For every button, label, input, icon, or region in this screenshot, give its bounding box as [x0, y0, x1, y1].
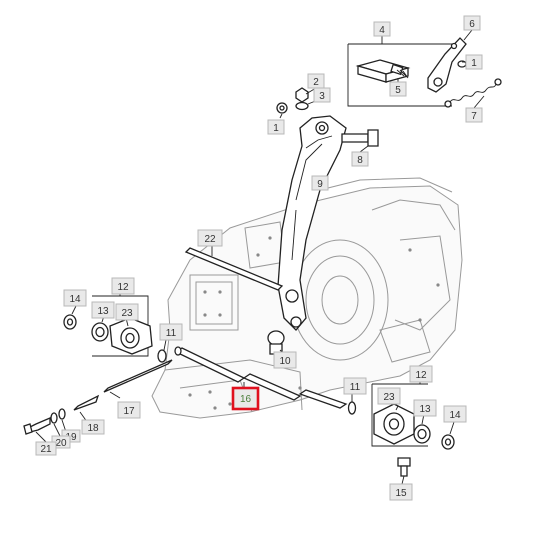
callout-18[interactable]: 18: [81, 419, 105, 435]
svg-text:16: 16: [240, 394, 252, 405]
arm-bolt-part: [341, 129, 379, 147]
left-washer-14: [63, 314, 77, 330]
svg-text:8: 8: [357, 155, 363, 166]
callout-4[interactable]: 4: [373, 21, 391, 37]
long-rod-part: [184, 247, 284, 291]
callout-2[interactable]: 2: [307, 73, 325, 89]
shaft-right: [298, 389, 357, 415]
svg-text:12: 12: [117, 282, 129, 293]
callout-9[interactable]: 9: [311, 175, 329, 191]
svg-text:23: 23: [121, 308, 133, 319]
bolt-21: [23, 417, 51, 435]
svg-text:14: 14: [449, 410, 461, 421]
left-bracket-23: [109, 317, 153, 355]
callout-12-left[interactable]: 12: [111, 277, 135, 295]
svg-text:11: 11: [350, 382, 361, 393]
svg-text:18: 18: [87, 423, 99, 434]
callout-23-left[interactable]: 23: [115, 303, 139, 321]
svg-text:20: 20: [55, 438, 67, 449]
right-bracket-23: [373, 403, 415, 445]
svg-text:7: 7: [471, 111, 477, 122]
svg-text:22: 22: [204, 234, 216, 245]
svg-text:13: 13: [97, 306, 109, 317]
callout-6[interactable]: 6: [463, 15, 481, 31]
callout-7[interactable]: 7: [465, 107, 483, 123]
pin-18: [73, 394, 100, 411]
callout-14-right[interactable]: 14: [443, 405, 467, 423]
svg-text:1: 1: [471, 58, 477, 69]
svg-text:19: 19: [65, 432, 77, 443]
callout-15[interactable]: 15: [389, 483, 413, 501]
svg-text:9: 9: [317, 179, 323, 190]
shaft-upper: [174, 346, 246, 383]
callout-3[interactable]: 3: [313, 87, 331, 103]
callout-21[interactable]: 21: [35, 441, 57, 456]
bolt-15: [397, 457, 411, 477]
svg-text:6: 6: [469, 19, 475, 30]
svg-text:14: 14: [69, 294, 81, 305]
inset-frame: [347, 43, 452, 107]
callout-5[interactable]: 5: [389, 81, 407, 97]
svg-text:15: 15: [395, 488, 407, 499]
svg-text:23: 23: [383, 392, 395, 403]
right-group-frame: [371, 383, 428, 447]
nut-washer-parts: [276, 87, 309, 114]
svg-text:1: 1: [273, 123, 279, 134]
spring-part: [444, 78, 502, 108]
callout-23-right[interactable]: 23: [377, 387, 401, 405]
callout-8[interactable]: 8: [351, 151, 369, 167]
shaft-lower-17: [103, 359, 173, 393]
knob-10: [267, 330, 285, 355]
left-bushing-13: [91, 322, 109, 342]
callout-1-left[interactable]: 1: [267, 119, 285, 135]
svg-text:4: 4: [379, 25, 385, 36]
shaft-16: [242, 373, 302, 401]
callout-11-right[interactable]: 11: [343, 377, 367, 395]
svg-text:3: 3: [319, 91, 325, 102]
housing-bolt-dots: [188, 236, 440, 410]
svg-text:12: 12: [415, 370, 427, 381]
callout-17[interactable]: 17: [117, 401, 141, 419]
callout-10[interactable]: 10: [273, 351, 297, 369]
shift-lever-arm: [277, 115, 347, 331]
right-bushing-13: [413, 424, 431, 444]
selector-block-part: [355, 59, 411, 83]
svg-text:17: 17: [123, 406, 135, 417]
svg-text:13: 13: [419, 404, 431, 415]
svg-text:21: 21: [40, 444, 52, 455]
svg-text:2: 2: [313, 77, 319, 88]
left-snap-ring-11: [157, 349, 167, 363]
callout-14-left[interactable]: 14: [63, 289, 87, 307]
svg-text:5: 5: [395, 85, 401, 96]
callout-13-right[interactable]: 13: [413, 399, 437, 417]
callout-1-top[interactable]: 1: [465, 54, 483, 70]
callout-12-right[interactable]: 12: [409, 365, 433, 383]
right-washer-14: [441, 434, 455, 450]
callout-13-left[interactable]: 13: [91, 301, 115, 319]
spring-pin-part: [396, 69, 409, 79]
callout-22[interactable]: 22: [197, 229, 223, 247]
washers-19-20: [50, 408, 66, 424]
svg-text:10: 10: [279, 356, 291, 367]
svg-text:11: 11: [166, 328, 177, 339]
callout-11-left[interactable]: 11: [159, 323, 183, 341]
lever-plate-part: [427, 37, 467, 93]
callout-16-highlighted[interactable]: 16: [231, 386, 260, 411]
